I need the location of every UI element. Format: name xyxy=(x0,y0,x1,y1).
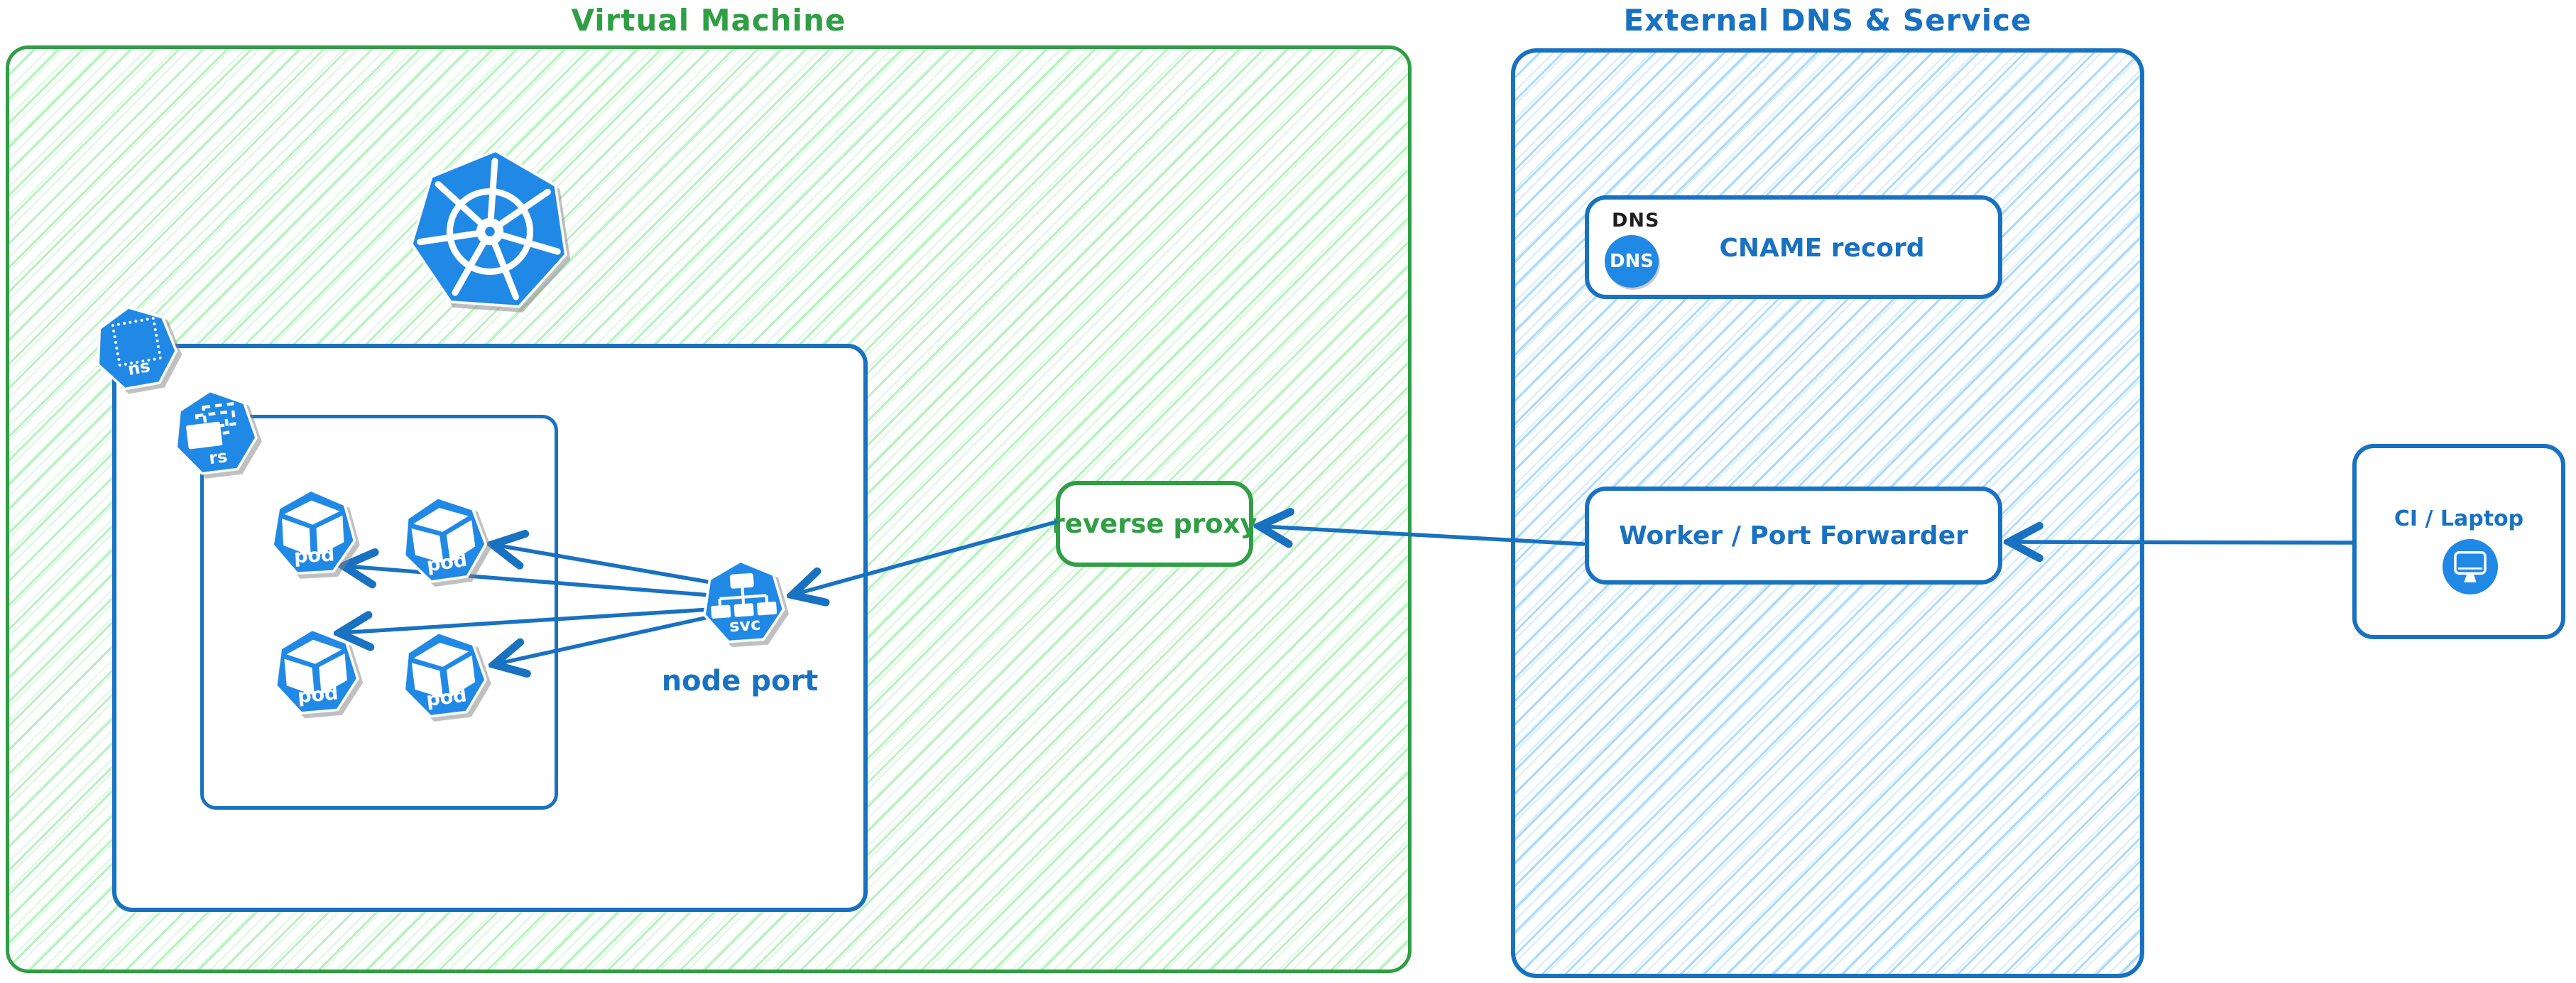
pod-icon: pod xyxy=(395,490,493,591)
cube-icon xyxy=(284,639,347,696)
cube-icon xyxy=(411,642,476,699)
tree-icon xyxy=(711,572,777,619)
stacked-rects-icon xyxy=(186,402,236,450)
pod-icon: pod xyxy=(395,626,492,725)
pod-icon: pod xyxy=(269,624,364,721)
dns-tag-label: DNS xyxy=(1612,210,1660,232)
reverse-proxy-node: reverse proxy xyxy=(1052,481,1257,567)
service-icon: svc xyxy=(699,557,788,649)
namespace-icon: ns xyxy=(87,299,184,399)
ci-laptop-label: CI / Laptop xyxy=(2394,506,2524,531)
external-dns-service-title: External DNS & Service xyxy=(1623,3,2032,38)
replicaset-icon: rs xyxy=(168,384,263,482)
replicaset-boundary-box xyxy=(200,415,558,810)
node-port-caption: node port xyxy=(661,665,819,697)
virtual-machine-title: Virtual Machine xyxy=(571,3,846,38)
monitor-icon xyxy=(2443,539,2498,594)
cname-record-node: DNS DNS CNAME record xyxy=(1585,195,2002,299)
cube-icon xyxy=(411,508,476,564)
dns-badge-text: DNS xyxy=(1609,251,1654,272)
pod-icon: pod xyxy=(268,487,359,580)
reverse-proxy-label: reverse proxy xyxy=(1052,509,1257,539)
kubernetes-logo xyxy=(404,143,576,319)
worker-port-forwarder-node: Worker / Port Forwarder xyxy=(1585,487,2002,585)
ci-laptop-node: CI / Laptop xyxy=(2352,444,2565,639)
cname-record-label: CNAME record xyxy=(1719,234,1925,263)
cube-icon xyxy=(282,500,344,556)
dns-badge-icon: DNS xyxy=(1605,235,1659,288)
worker-port-forwarder-label: Worker / Port Forwarder xyxy=(1619,521,1968,550)
